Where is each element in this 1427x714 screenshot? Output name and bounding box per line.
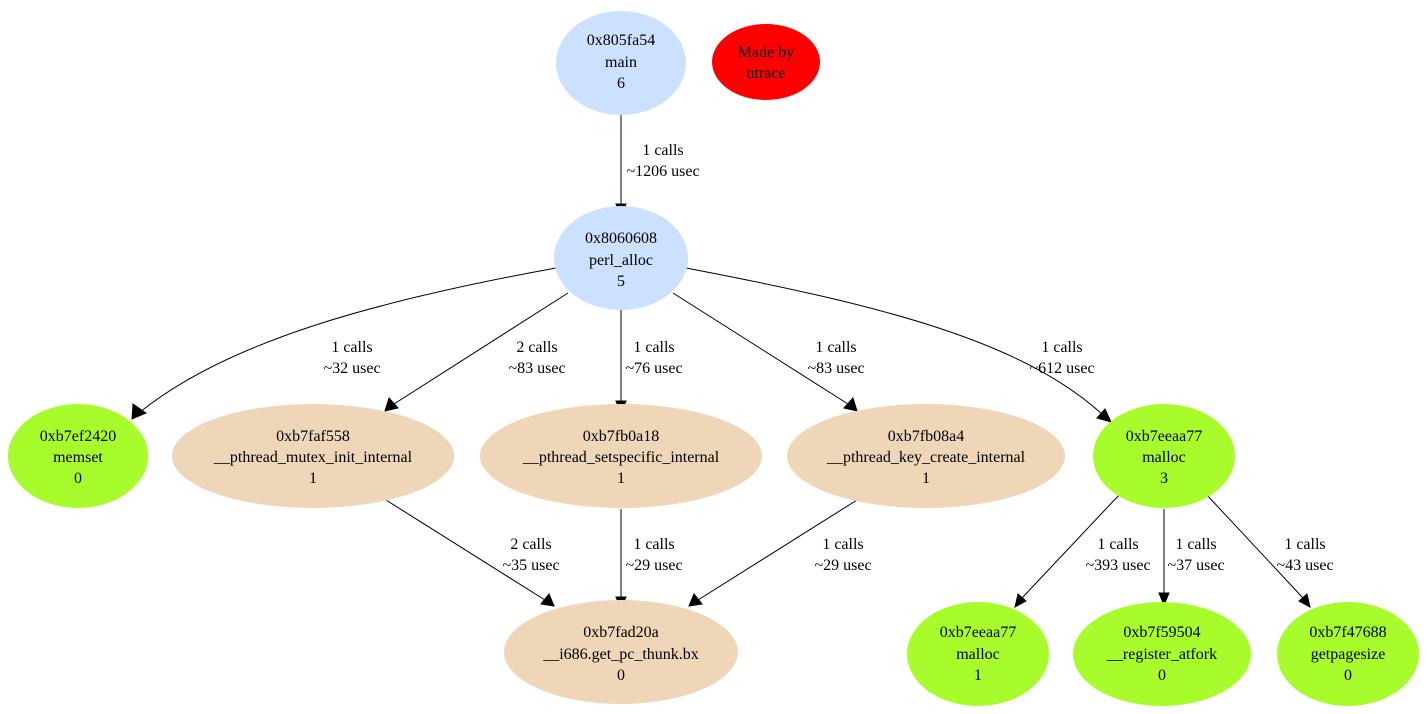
edge-calls-label: 1 calls: [1175, 536, 1216, 553]
edge-calls-label: 1 calls: [642, 142, 683, 159]
edge-calls-label: 2 calls: [510, 536, 551, 553]
node-address: 0xb7ef2420: [40, 428, 116, 445]
edge-time-label: ~29 usec: [625, 557, 682, 574]
edge-mutex-init-to-pc-thunk: 2 calls ~35 usec: [385, 499, 560, 607]
node-function-name: __register_atfork: [1106, 646, 1217, 663]
node-address: 0xb7eeaa77: [940, 624, 1016, 641]
edge-time-label: ~35 usec: [502, 557, 559, 574]
node-count: 3: [1160, 470, 1168, 487]
node-malloc-child: 0xb7eeaa77 malloc 1: [907, 602, 1049, 706]
edge-main-to-perl-alloc: 1 calls ~1206 usec: [615, 115, 700, 218]
node-address: 0xb7fad20a: [583, 624, 659, 641]
node-count: 0: [1344, 667, 1352, 684]
edge-calls-label: 1 calls: [815, 339, 856, 356]
node-address: 0xb7fb08a4: [888, 428, 964, 445]
edge-calls-label: 1 calls: [822, 536, 863, 553]
edge-setspecific-to-pc-thunk: 1 calls ~29 usec: [615, 509, 683, 611]
credit-line-1: Made by: [738, 44, 794, 61]
edge-time-label: ~393 usec: [1085, 557, 1150, 574]
node-main: 0x805fa54 main 6: [556, 11, 686, 115]
edge-perl-alloc-to-malloc: 1 calls ~612 usec: [685, 267, 1112, 423]
edge-time-label: ~612 usec: [1029, 360, 1094, 377]
node-count: 1: [617, 470, 625, 487]
node-memset: 0xb7ef2420 memset 0: [8, 404, 148, 508]
node-address: 0xb7fb0a18: [583, 428, 659, 445]
edge-calls-label: 1 calls: [1284, 536, 1325, 553]
node-pthread-mutex-init-internal: 0xb7faf558 __pthread_mutex_init_internal…: [172, 404, 454, 508]
node-count: 1: [922, 470, 930, 487]
edge-perl-alloc-to-mutex-init: 2 calls ~83 usec: [384, 292, 569, 412]
node-count: 1: [309, 470, 317, 487]
node-pthread-key-create-internal: 0xb7fb08a4 __pthread_key_create_internal…: [787, 404, 1065, 508]
node-function-name: malloc: [956, 646, 1000, 663]
edge-calls-label: 1 calls: [633, 339, 674, 356]
node-pthread-setspecific-internal: 0xb7fb0a18 __pthread_setspecific_interna…: [480, 404, 762, 508]
node-address: 0xb7faf558: [276, 428, 350, 445]
edge-calls-label: 1 calls: [633, 536, 674, 553]
node-count: 0: [1158, 667, 1166, 684]
node-register-atfork: 0xb7f59504 __register_atfork 0: [1073, 602, 1251, 706]
node-function-name: __i686.get_pc_thunk.bx: [542, 646, 699, 663]
edge-perl-alloc-to-memset: 1 calls ~32 usec: [131, 267, 557, 420]
edge-malloc-to-malloc: 1 calls ~393 usec: [1014, 493, 1151, 608]
edge-time-label: ~37 usec: [1167, 557, 1224, 574]
node-function-name: __pthread_setspecific_internal: [522, 449, 720, 466]
edge-time-label: ~29 usec: [814, 557, 871, 574]
node-function-name: __pthread_key_create_internal: [826, 449, 1026, 466]
edge-calls-label: 1 calls: [331, 339, 372, 356]
edge-perl-alloc-to-key-create: 1 calls ~83 usec: [672, 292, 865, 412]
node-function-name: __pthread_mutex_init_internal: [213, 449, 413, 466]
edge-malloc-to-getpagesize: 1 calls ~43 usec: [1205, 493, 1334, 608]
node-i686-get-pc-thunk-bx: 0xb7fad20a __i686.get_pc_thunk.bx 0: [504, 600, 738, 704]
edge-calls-label: 1 calls: [1097, 536, 1138, 553]
node-made-by-utrace: Made by utrace: [712, 24, 820, 100]
edge-time-label: ~83 usec: [807, 360, 864, 377]
edge-time-label: ~32 usec: [323, 360, 380, 377]
node-getpagesize: 0xb7f47688 getpagesize 0: [1277, 602, 1419, 706]
node-count: 0: [617, 667, 625, 684]
edge-calls-label: 1 calls: [1041, 339, 1082, 356]
node-function-name: main: [605, 54, 637, 71]
edge-time-label: ~1206 usec: [626, 163, 699, 180]
node-malloc-parent: 0xb7eeaa77 malloc 3: [1093, 404, 1235, 508]
node-address: 0xb7f59504: [1123, 624, 1200, 641]
node-function-name: malloc: [1142, 449, 1186, 466]
edge-time-label: ~83 usec: [508, 360, 565, 377]
node-address: 0x805fa54: [587, 32, 655, 49]
node-address: 0x8060608: [585, 230, 657, 247]
edge-key-create-to-pc-thunk: 1 calls ~29 usec: [688, 499, 872, 607]
credit-line-2: utrace: [746, 65, 785, 82]
edge-time-label: ~76 usec: [625, 360, 682, 377]
edge-time-label: ~43 usec: [1276, 557, 1333, 574]
node-address: 0xb7f47688: [1309, 624, 1386, 641]
node-function-name: getpagesize: [1311, 646, 1386, 663]
node-count: 1: [974, 667, 982, 684]
edge-perl-alloc-to-setspecific: 1 calls ~76 usec: [615, 310, 683, 415]
edge-calls-label: 2 calls: [516, 339, 557, 356]
node-address: 0xb7eeaa77: [1126, 428, 1202, 445]
node-function-name: memset: [53, 449, 103, 466]
node-function-name: perl_alloc: [589, 252, 653, 269]
edge-malloc-to-register-atfork: 1 calls ~37 usec: [1158, 509, 1225, 607]
node-count: 0: [74, 470, 82, 487]
node-count: 5: [617, 273, 625, 290]
node-perl-alloc: 0x8060608 perl_alloc 5: [554, 206, 688, 310]
node-count: 6: [617, 75, 625, 92]
